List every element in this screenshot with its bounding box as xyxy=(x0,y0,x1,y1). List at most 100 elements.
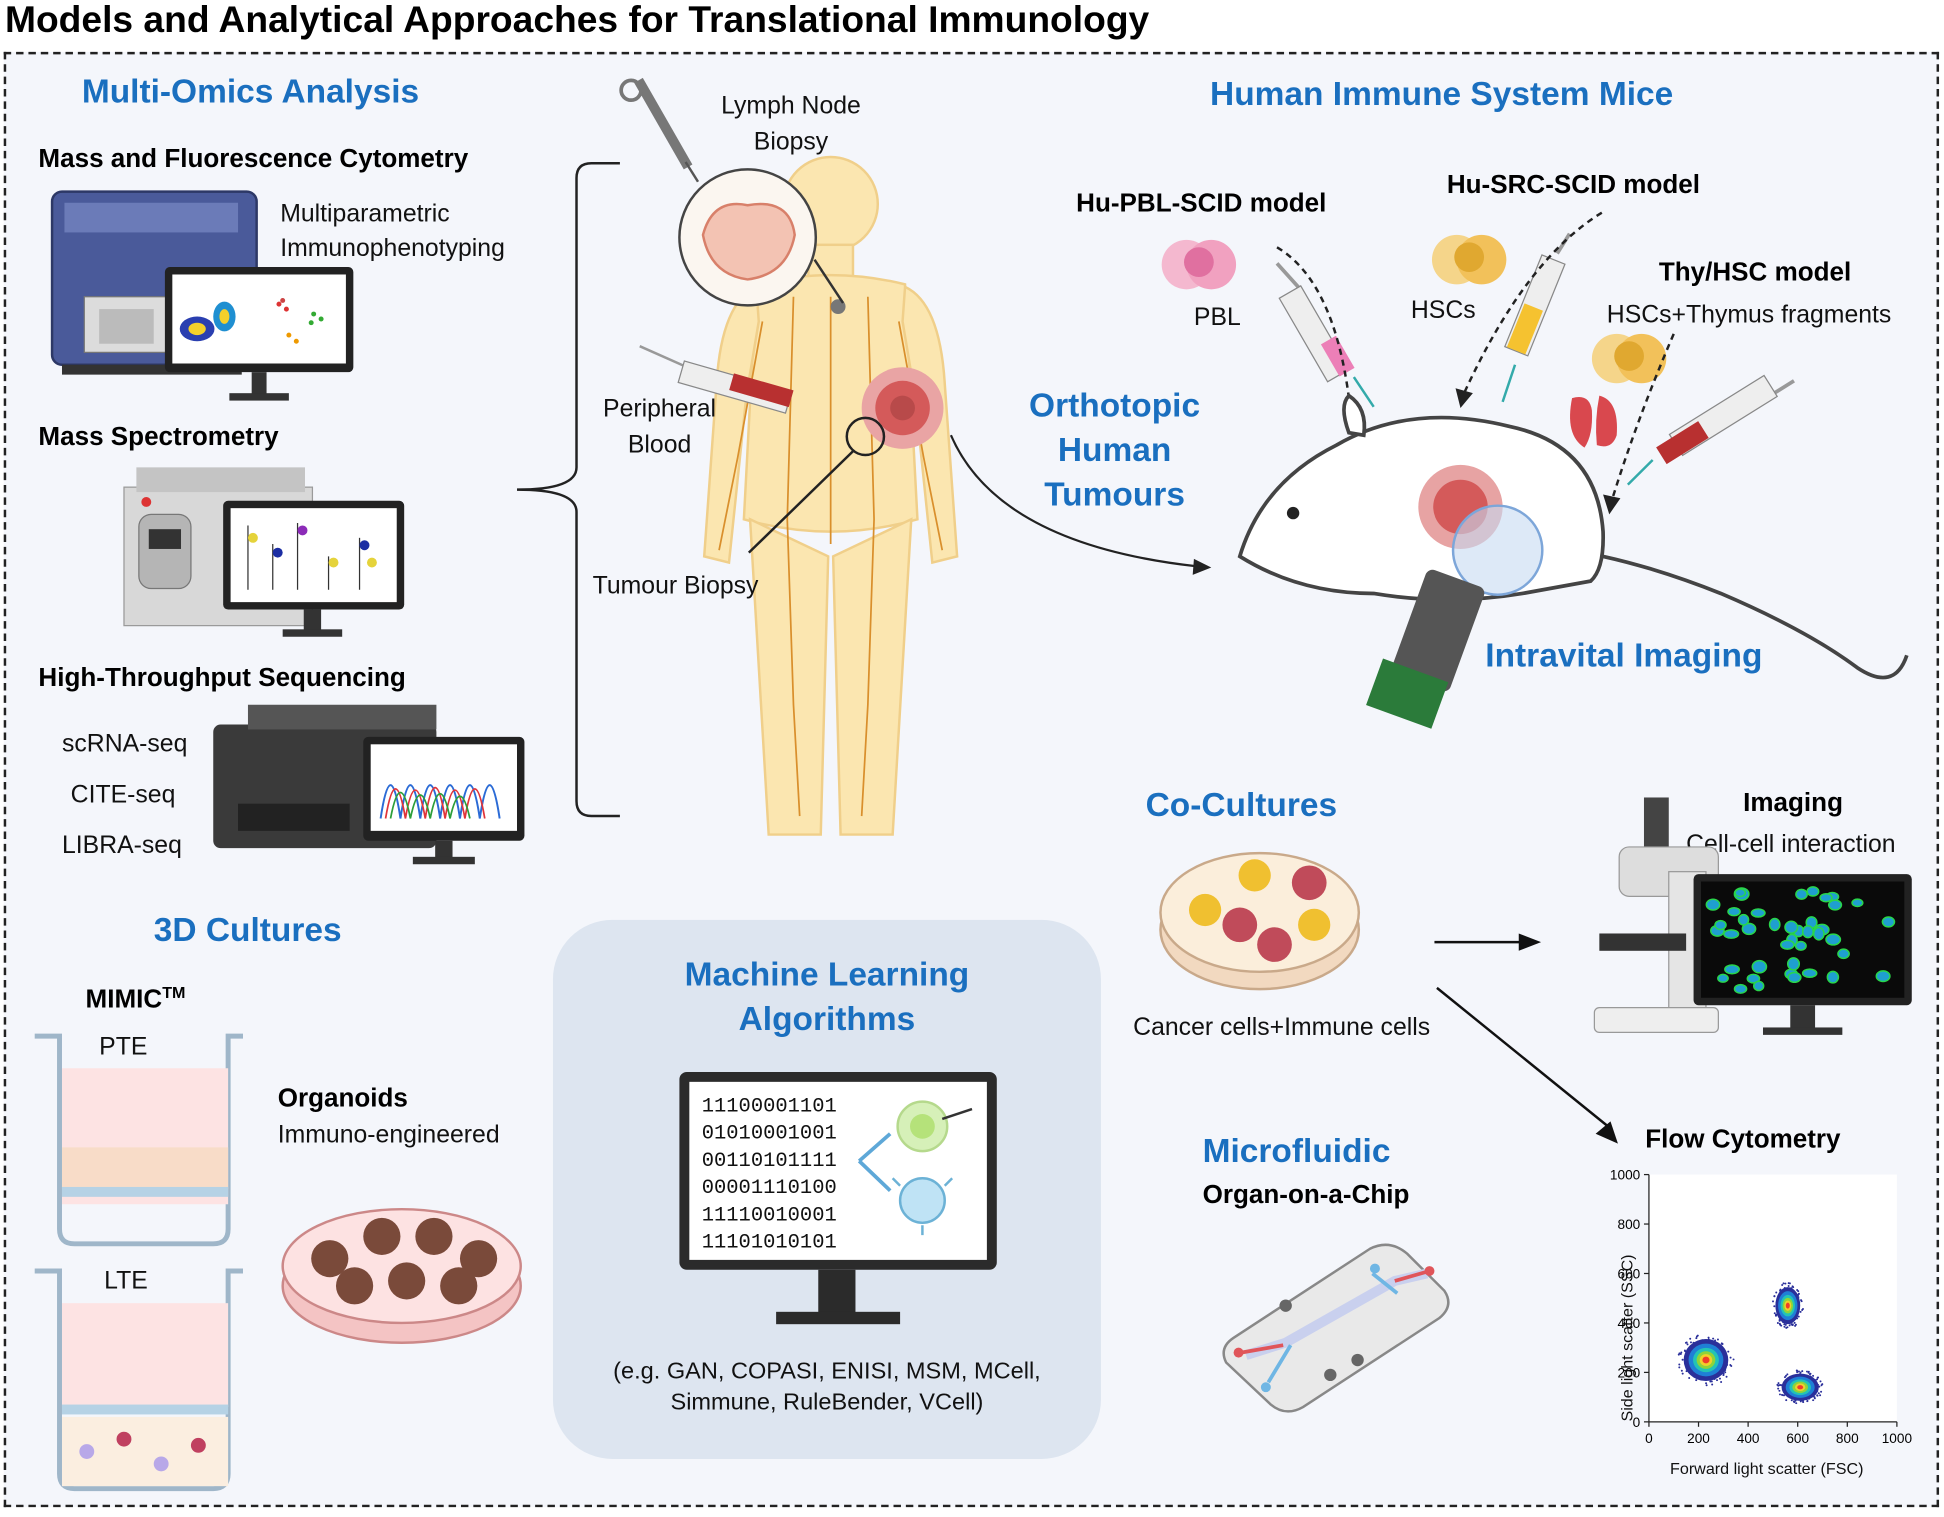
human-body-illustration xyxy=(702,155,959,836)
flow-event-dot xyxy=(1777,1387,1780,1390)
fluorescent-cell xyxy=(1734,888,1747,898)
flow-event-dot xyxy=(1820,1384,1823,1387)
cytometry-monitor-icon xyxy=(164,267,354,401)
fluorescent-cell xyxy=(1727,906,1741,917)
flow-event-dot xyxy=(1813,1396,1816,1399)
blood-syringe-icon xyxy=(639,345,794,414)
thymus-hsc-cells-icon xyxy=(1591,333,1667,384)
fluorescent-cell xyxy=(1752,980,1765,992)
fluorescent-cell xyxy=(1780,939,1795,950)
flow-event-dot xyxy=(1775,1291,1778,1294)
fluorescent-cell xyxy=(1819,893,1833,903)
fluorescent-cell xyxy=(1784,920,1799,934)
x-tick-label: 400 xyxy=(1737,1431,1760,1446)
intravital-imaging-label: Intravital Imaging xyxy=(1485,636,1763,674)
ml-examples-1: (e.g. GAN, COPASI, ENISI, MSM, MCell, xyxy=(613,1358,1041,1385)
fluorescent-cell xyxy=(1746,973,1761,984)
flow-event-dot xyxy=(1729,1364,1732,1367)
flow-event-dot xyxy=(1786,1373,1789,1376)
imaging-label: Imaging xyxy=(1743,788,1843,818)
flow-event-dot xyxy=(1818,1385,1821,1388)
method-scrna-seq: scRNA-seq xyxy=(61,730,188,758)
flow-event-dot xyxy=(1705,1384,1708,1387)
flow-event-dot xyxy=(1792,1286,1795,1289)
binary-line: 11110010001 xyxy=(701,1203,837,1227)
fluorescent-cell xyxy=(1741,922,1757,936)
mouse-illustration xyxy=(1237,393,1909,680)
flow-event-dot xyxy=(1686,1343,1689,1346)
cultures-3d-heading: 3D Cultures xyxy=(153,911,342,949)
fluorescent-cell xyxy=(1794,940,1807,951)
flow-event-dot xyxy=(1794,1323,1797,1326)
pte-well-illustration xyxy=(34,1033,244,1247)
fluorescent-cell xyxy=(1723,929,1740,939)
fluorescent-cell xyxy=(1717,973,1729,983)
binary-line: 11101010101 xyxy=(701,1230,837,1254)
lymph-node-label-1: Lymph Node xyxy=(721,92,861,120)
flow-event-dot xyxy=(1817,1376,1820,1379)
flow-event-dot xyxy=(1806,1399,1809,1402)
mice-heading: Human Immune System Mice xyxy=(1210,75,1674,113)
flow-event-dot xyxy=(1784,1323,1787,1326)
flow-event-dot xyxy=(1784,1282,1787,1285)
flow-event-dot xyxy=(1680,1369,1683,1372)
cocultures-caption: Cancer cells+Immune cells xyxy=(1133,1013,1431,1042)
flow-event-dot xyxy=(1780,1324,1783,1327)
organoids-label: Organoids xyxy=(277,1084,408,1113)
lte-well-illustration xyxy=(34,1268,244,1492)
y-tick-label: 800 xyxy=(1618,1217,1641,1232)
flow-event-dot xyxy=(1788,1282,1791,1285)
flow-event-dot xyxy=(1725,1375,1728,1378)
flow-event-dot xyxy=(1709,1380,1712,1383)
microfluidic-heading: Microfluidic xyxy=(1202,1132,1391,1170)
flow-event-dot xyxy=(1678,1363,1681,1366)
y-tick-label: 200 xyxy=(1618,1365,1641,1380)
pbl-syringe-icon xyxy=(1275,262,1375,408)
binary-line: 11100001101 xyxy=(701,1094,837,1118)
flow-event-dot xyxy=(1819,1394,1822,1397)
flow-event-dot xyxy=(1720,1381,1723,1384)
flow-event-dot xyxy=(1681,1372,1684,1375)
omics-bracket xyxy=(516,161,620,818)
thy-model-label: Thy/HSC model xyxy=(1658,258,1852,287)
src-model-label: Hu-SRC-SCID model xyxy=(1446,170,1700,200)
microfluidic-sub-label: Organ-on-a-Chip xyxy=(1202,1180,1410,1210)
microscope-illustration xyxy=(1593,797,1719,1034)
flow-event-dot xyxy=(1795,1369,1798,1372)
mass-spec-monitor-icon xyxy=(223,500,405,637)
flow-event-dot xyxy=(1772,1300,1775,1303)
tumour-biopsy-label: Tumour Biopsy xyxy=(592,572,759,600)
binary-line: 01010001001 xyxy=(701,1121,837,1145)
sequencing-monitor-icon xyxy=(363,736,525,865)
flow-event-dot xyxy=(1812,1399,1815,1402)
x-tick-label: 800 xyxy=(1836,1431,1859,1446)
coculture-dish-illustration xyxy=(1159,851,1361,991)
orthotopic-label-3: Tumours xyxy=(1044,476,1185,514)
flow-event-dot xyxy=(1802,1401,1805,1404)
fluorescent-cell xyxy=(1806,886,1820,897)
flow-event-dot xyxy=(1705,1382,1708,1385)
fluorescent-cell xyxy=(1795,888,1808,900)
flow-event-dot xyxy=(1799,1400,1802,1403)
fluorescent-cell xyxy=(1787,971,1802,984)
flow-event-dot xyxy=(1778,1319,1781,1322)
fluorescent-cell xyxy=(1827,899,1843,911)
cytometry-desc-1: Multiparametric xyxy=(280,200,450,228)
flow-event-dot xyxy=(1790,1323,1793,1326)
fluorescent-cell xyxy=(1751,959,1768,974)
fluorescent-cell xyxy=(1812,926,1825,941)
flow-event-dot xyxy=(1695,1379,1698,1382)
fluorescent-cell xyxy=(1705,898,1721,911)
hsc-cells-icon xyxy=(1431,234,1507,285)
flow-event-dot xyxy=(1805,1370,1808,1373)
y-tick-label: 400 xyxy=(1618,1316,1641,1331)
fluorescent-cell xyxy=(1881,916,1896,928)
peripheral-blood-label-1: Peripheral xyxy=(603,395,717,423)
thy-model-desc: HSCs+Thymus fragments xyxy=(1606,301,1892,329)
flow-event-dot xyxy=(1793,1321,1796,1324)
sequencing-label: High-Throughput Sequencing xyxy=(38,663,406,693)
flow-event-dot xyxy=(1783,1325,1786,1328)
binary-line: 00001110100 xyxy=(701,1175,837,1200)
flow-event-dot xyxy=(1799,1371,1802,1374)
